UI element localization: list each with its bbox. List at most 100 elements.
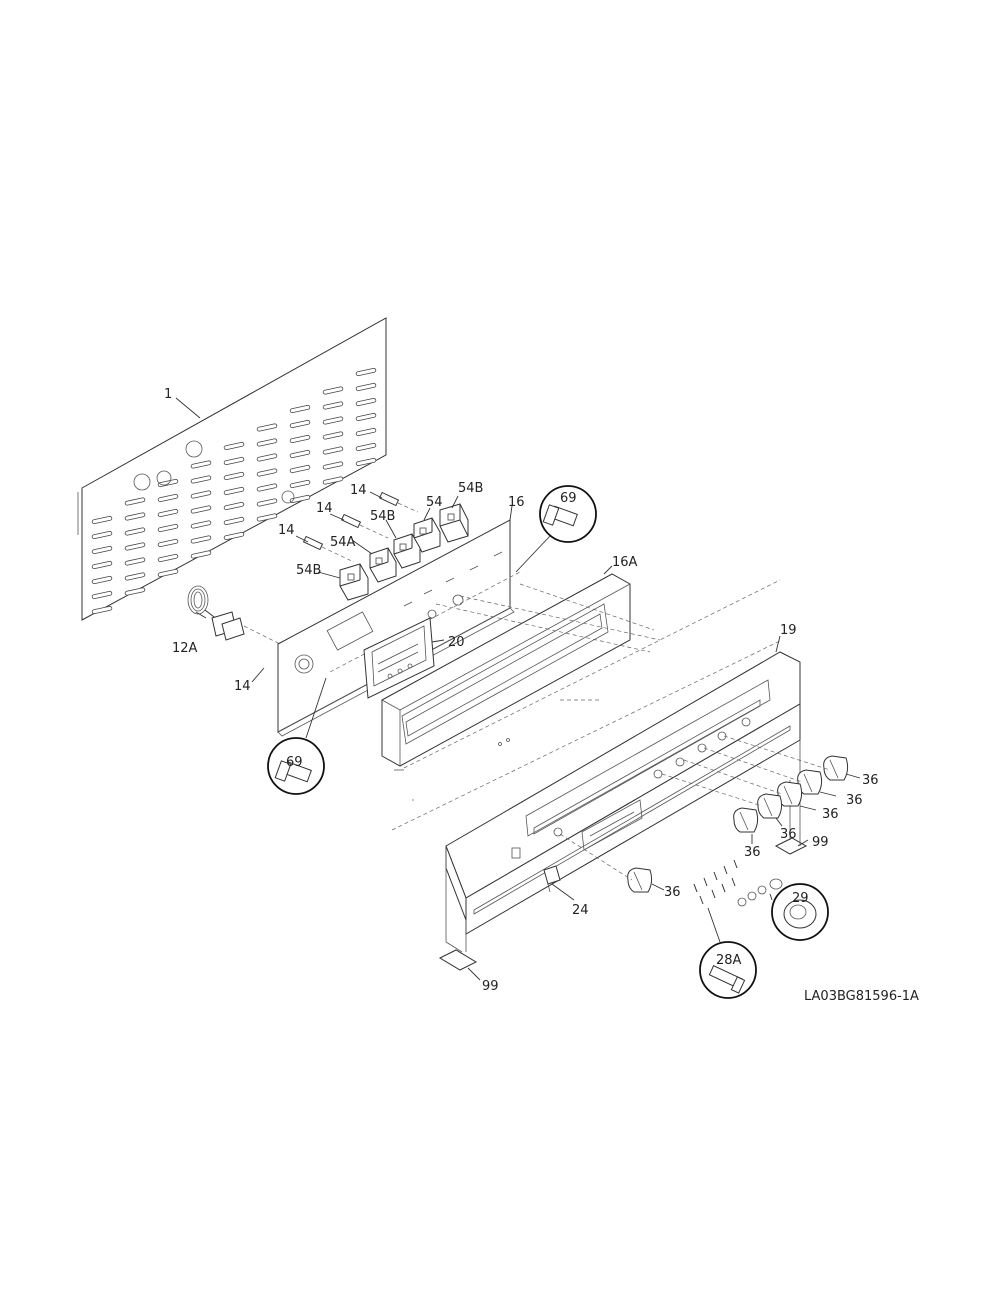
louver-slot (124, 572, 146, 581)
callout-69-bottom (267, 677, 327, 795)
callout-69-top (515, 485, 597, 573)
louver-slot (157, 493, 179, 503)
louver-slot (256, 453, 278, 462)
temperature-probe (187, 585, 283, 646)
louver-slot (91, 605, 113, 615)
louver-slot (190, 475, 212, 484)
louver-slot (256, 498, 278, 507)
label-14-top: 14 (350, 483, 367, 498)
label-29: 29 (792, 891, 809, 906)
label-12a: 12A (172, 641, 198, 656)
drawing-code: LA03BG81596-1A (804, 989, 919, 1004)
louver-slot (289, 449, 311, 459)
label-36-d: 36 (780, 827, 797, 842)
label-99-right: 99 (812, 835, 829, 850)
label-69-bottom: 69 (286, 755, 303, 770)
label-19: 19 (780, 623, 797, 638)
louver-slot (124, 497, 146, 506)
louver-slot (190, 535, 212, 544)
label-14-mid: 14 (316, 501, 333, 516)
louver-slot (256, 483, 278, 492)
label-54b-left: 54B (296, 563, 321, 578)
screws-cluster (693, 859, 783, 907)
louver-slot (355, 457, 377, 467)
louver-slot (322, 446, 344, 455)
alignment-lines (391, 579, 783, 831)
label-54b-mid: 54B (370, 509, 395, 524)
label-54: 54 (426, 495, 443, 510)
louver-slot (190, 550, 212, 559)
label-16: 16 (508, 495, 525, 510)
label-99-left: 99 (482, 979, 499, 994)
louver-slot (157, 523, 179, 533)
screw (703, 877, 708, 887)
screw (721, 883, 726, 893)
label-36-b: 36 (846, 793, 863, 808)
louver-slot (91, 515, 113, 525)
louver-slot (289, 464, 311, 474)
louver-slot (355, 367, 377, 377)
louver-slot (91, 575, 113, 585)
louver-slot (157, 508, 179, 518)
louver-slot (256, 438, 278, 447)
label-69-top: 69 (560, 491, 577, 506)
louver-slot (91, 545, 113, 555)
louver-slot (157, 568, 179, 578)
louver-slot (289, 419, 311, 429)
label-20: 20 (448, 635, 465, 650)
louver-slot (322, 461, 344, 470)
screw (731, 877, 736, 887)
louver-slot (190, 505, 212, 514)
screw (723, 865, 728, 875)
label-14-bottom: 14 (234, 679, 251, 694)
louver-slot (157, 538, 179, 548)
louver-slot (223, 486, 245, 496)
louver-slot (256, 423, 278, 432)
louver-slot (91, 560, 113, 570)
part-labels: 1 12A 14 14 14 14 54B 54A 54B 54 54B 16 … (164, 387, 919, 1004)
louver-slot (124, 527, 146, 536)
callout-29 (769, 883, 829, 941)
louver-slot (322, 416, 344, 425)
louver-slot (190, 460, 212, 469)
label-1: 1 (164, 387, 172, 402)
label-54b-right: 54B (458, 481, 483, 496)
screw (733, 859, 738, 869)
label-16a: 16A (612, 555, 638, 570)
louver-slot (124, 587, 146, 596)
louver-slot (289, 479, 311, 489)
screw (693, 883, 698, 893)
rear-panel-louvers (91, 367, 377, 615)
louver-slot (223, 531, 245, 541)
screw (713, 871, 718, 881)
indicator-light (543, 865, 561, 893)
louver-slot (223, 456, 245, 466)
louver-slot (289, 434, 311, 444)
callout-28a (699, 907, 757, 999)
louver-slot (91, 530, 113, 540)
louver-slot (190, 490, 212, 499)
louver-slot (256, 513, 278, 522)
label-36-f: 36 (664, 885, 681, 900)
louver-slot (355, 382, 377, 392)
louver-slot (289, 494, 311, 504)
mounting-feet (438, 740, 808, 971)
screw (699, 895, 704, 905)
louver-slot (322, 476, 344, 485)
louver-slot (223, 516, 245, 526)
louver-slot (157, 553, 179, 563)
louver-slot (355, 397, 377, 407)
louver-slot (355, 427, 377, 437)
label-54a: 54A (330, 535, 356, 550)
louver-slot (223, 501, 245, 511)
control-knobs (559, 735, 849, 893)
label-36-c: 36 (822, 807, 839, 822)
louver-slot (322, 431, 344, 440)
louver-slot (355, 412, 377, 422)
louver-slot (223, 441, 245, 451)
window-frame (381, 573, 631, 771)
leader-lines (175, 397, 861, 981)
label-28a: 28A (716, 953, 742, 968)
label-14-left: 14 (278, 523, 295, 538)
